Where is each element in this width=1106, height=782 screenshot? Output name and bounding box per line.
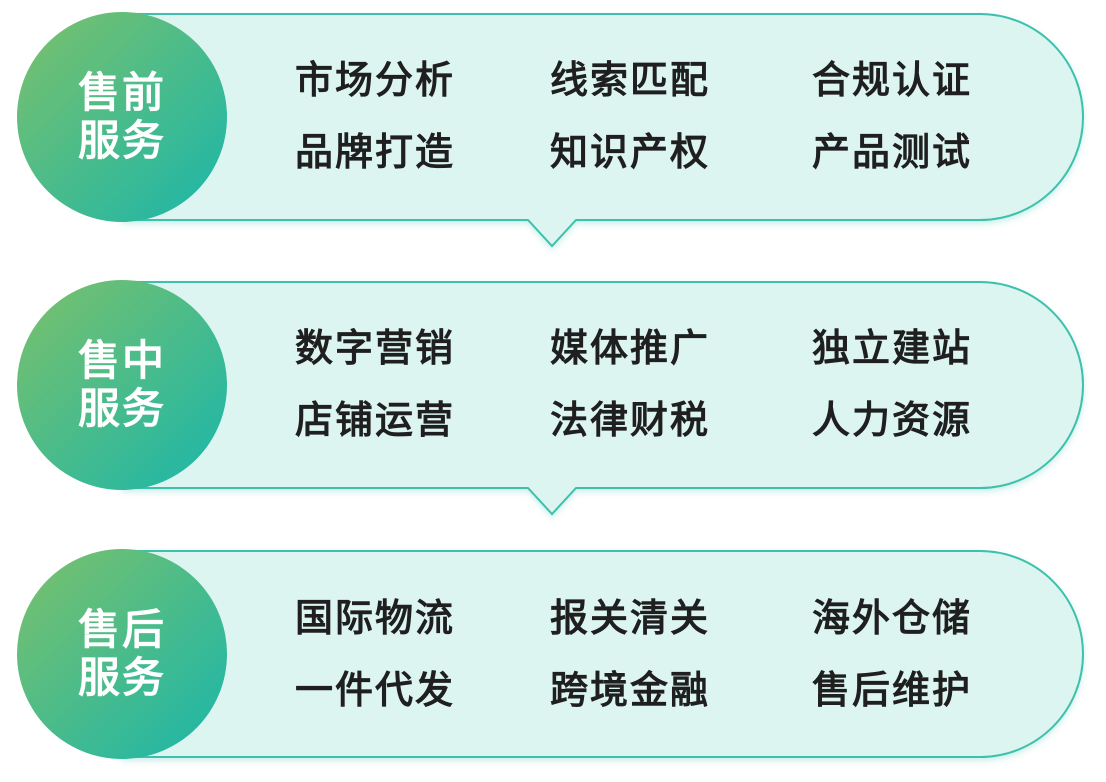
service-item: 报关清关 [550,596,711,640]
panel-2-label: 售中 服务 [17,280,227,490]
service-item: 线索匹配 [550,58,711,102]
panel-1-label-line1: 售前 [77,68,166,117]
service-item: 媒体推广 [550,326,711,370]
panel-1-circle [17,12,227,222]
panel-2-items: 数字营销 媒体推广 独立建站 店铺运营 法律财税 人力资源 [250,326,1010,476]
service-item: 产品测试 [812,130,973,174]
panel-3-items: 国际物流 报关清关 海外仓储 一件代发 跨境金融 售后维护 [250,596,1010,746]
panel-3-label: 售后 服务 [17,549,227,759]
panel-3-label-line1: 售后 [77,605,166,654]
service-item: 人力资源 [812,398,973,442]
service-item: 跨境金融 [550,668,711,712]
service-item: 品牌打造 [295,130,456,174]
service-item: 国际物流 [295,596,456,640]
panel-1-label: 售前 服务 [17,12,227,222]
service-item: 合规认证 [812,58,973,102]
panel-3-circle [17,549,227,759]
service-item: 知识产权 [550,130,711,174]
panel-1-items: 市场分析 线索匹配 合规认证 品牌打造 知识产权 产品测试 [250,58,1010,208]
panel-3-label-line2: 服务 [77,653,166,702]
panel-2-background [121,281,1084,516]
panel-3-background [121,550,1084,758]
panel-2-circle [17,280,227,490]
service-item: 一件代发 [295,668,456,712]
panel-1-label-line2: 服务 [77,116,166,165]
panel-2-label-line1: 售中 [77,336,166,385]
service-item: 独立建站 [812,326,973,370]
panel-1-background [121,13,1084,248]
service-item: 店铺运营 [295,398,456,442]
panel-2-label-line2: 服务 [77,384,166,433]
service-item: 数字营销 [295,326,456,370]
service-item: 市场分析 [295,58,456,102]
service-item: 海外仓储 [812,596,973,640]
service-item: 售后维护 [812,668,973,712]
service-item: 法律财税 [550,398,711,442]
